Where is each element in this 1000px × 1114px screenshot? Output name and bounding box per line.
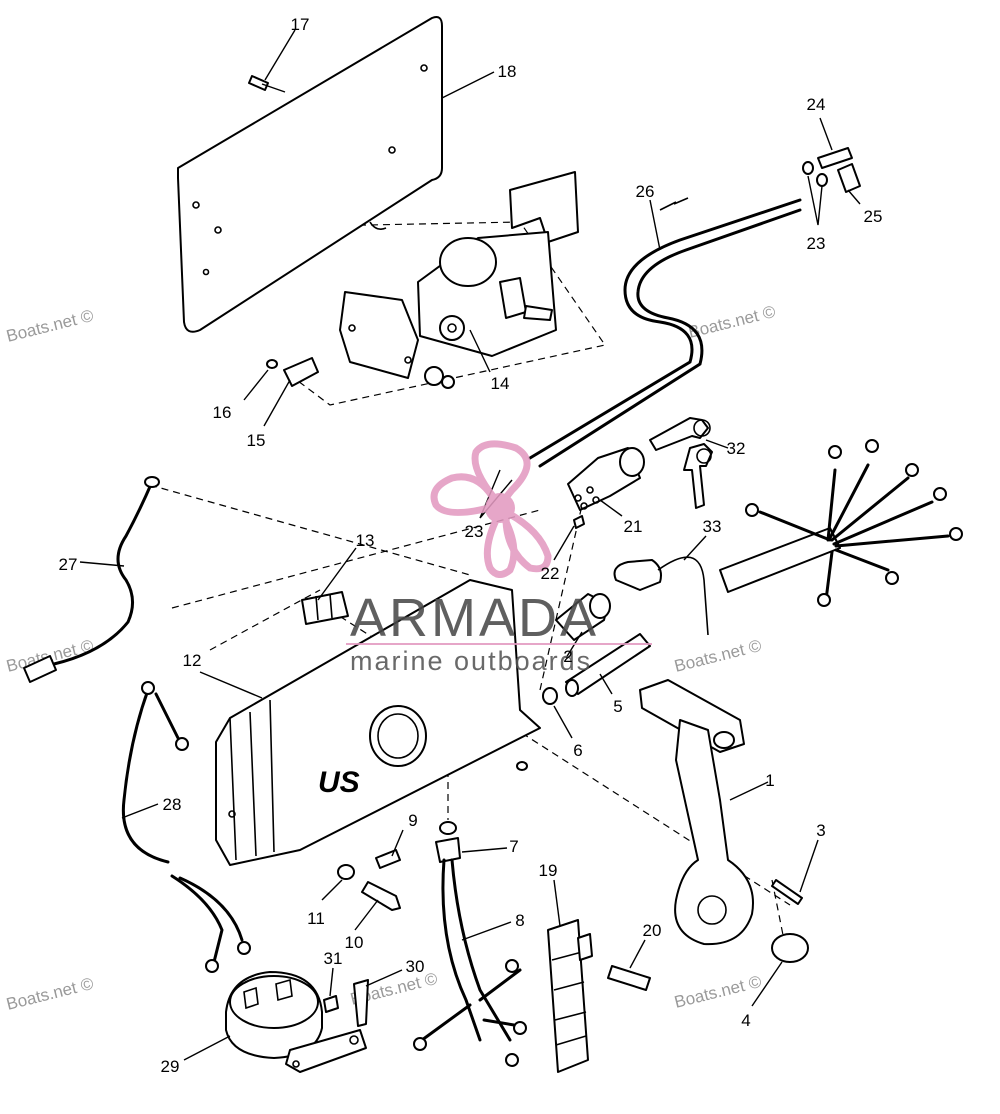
- control-handle: [639, 679, 754, 946]
- callout-14: 14: [491, 374, 510, 393]
- callout-22: 22: [541, 564, 560, 583]
- callout-3: 3: [816, 821, 825, 840]
- callout-27: 27: [59, 555, 78, 574]
- washer-11: [337, 864, 355, 880]
- ignition-switch: [567, 447, 645, 511]
- callouts: 17 18 14 16 15 24 25 23 26 32 21 22 23 3…: [59, 15, 883, 1076]
- callout-24: 24: [807, 95, 826, 114]
- callout-16: 16: [213, 403, 232, 422]
- knob-4: [771, 933, 809, 963]
- grommet-7: [435, 821, 461, 863]
- callout-11: 11: [307, 909, 325, 928]
- callout-30: 30: [406, 957, 425, 976]
- horn-29: [225, 971, 367, 1073]
- callout-13: 13: [356, 531, 375, 550]
- callout-9: 9: [408, 811, 417, 830]
- washers-23: [802, 161, 828, 187]
- wiring-harness: [719, 439, 963, 607]
- lanyard-switch: [613, 556, 709, 636]
- callout-21: 21: [624, 517, 643, 536]
- callout-12: 12: [183, 651, 202, 670]
- lead-wire-28: [121, 681, 251, 973]
- callout-1: 1: [765, 771, 774, 790]
- leader-lines: [79, 29, 861, 1061]
- screw-17: [248, 75, 286, 93]
- callout-17: 17: [291, 15, 310, 34]
- dash-12: [171, 509, 541, 609]
- pin-3: [771, 879, 803, 905]
- pin-24: [817, 147, 853, 169]
- switch-2: [555, 593, 611, 641]
- callout-20: 20: [643, 921, 662, 940]
- control-housing: US: [215, 579, 541, 866]
- callout-2: 2: [563, 647, 572, 666]
- shaft-5: [565, 633, 651, 697]
- callout-15: 15: [247, 431, 266, 450]
- clip-13: [301, 591, 349, 625]
- washer-6: [542, 687, 558, 705]
- brand-name: ARMADA: [350, 588, 599, 648]
- callout-8: 8: [515, 911, 524, 930]
- callout-29: 29: [161, 1057, 180, 1076]
- armada-watermark: ARMADA marine outboards: [346, 440, 652, 676]
- propeller-logo: [430, 440, 552, 578]
- callout-18: 18: [498, 62, 517, 81]
- callout-33: 33: [703, 517, 722, 536]
- brand-tagline: marine outboards: [350, 646, 592, 676]
- watermark-site: Boats.net ©: [4, 974, 95, 1014]
- control-mechanism: [339, 171, 579, 389]
- callout-23-top: 23: [807, 234, 826, 253]
- callout-10: 10: [345, 933, 364, 952]
- callout-5: 5: [613, 697, 622, 716]
- control-cables: [528, 197, 802, 468]
- terminal-block-19: [547, 919, 593, 1073]
- washer-16: [266, 359, 278, 369]
- mounting-plate: [177, 16, 443, 333]
- dash-13: [209, 589, 321, 651]
- dash-switch: [539, 469, 591, 691]
- callout-23-mid: 23: [465, 522, 484, 541]
- watermark-site: Boats.net ©: [4, 306, 95, 346]
- callout-6: 6: [573, 741, 582, 760]
- screw-30: [353, 979, 369, 1027]
- callout-31: 31: [324, 949, 343, 968]
- callout-32: 32: [727, 439, 746, 458]
- cap-25: [837, 163, 861, 193]
- screw-9: [375, 849, 401, 869]
- callout-4: 4: [741, 1011, 750, 1030]
- panel-logo: US: [318, 766, 360, 799]
- callout-19: 19: [539, 861, 558, 880]
- screw-10: [361, 881, 401, 911]
- screw-22: [573, 515, 585, 529]
- callout-26: 26: [636, 182, 655, 201]
- callout-7: 7: [509, 837, 518, 856]
- nut-31: [323, 995, 339, 1013]
- dash-27: [149, 484, 471, 576]
- watermark-site: Boats.net ©: [672, 636, 763, 676]
- harness-8: [413, 858, 527, 1067]
- lead-wire-27: [23, 476, 160, 683]
- watermark-site: Boats.net ©: [672, 972, 763, 1012]
- keys: [649, 417, 713, 509]
- callout-28: 28: [163, 795, 182, 814]
- callout-25: 25: [864, 207, 883, 226]
- screw-20: [607, 965, 651, 991]
